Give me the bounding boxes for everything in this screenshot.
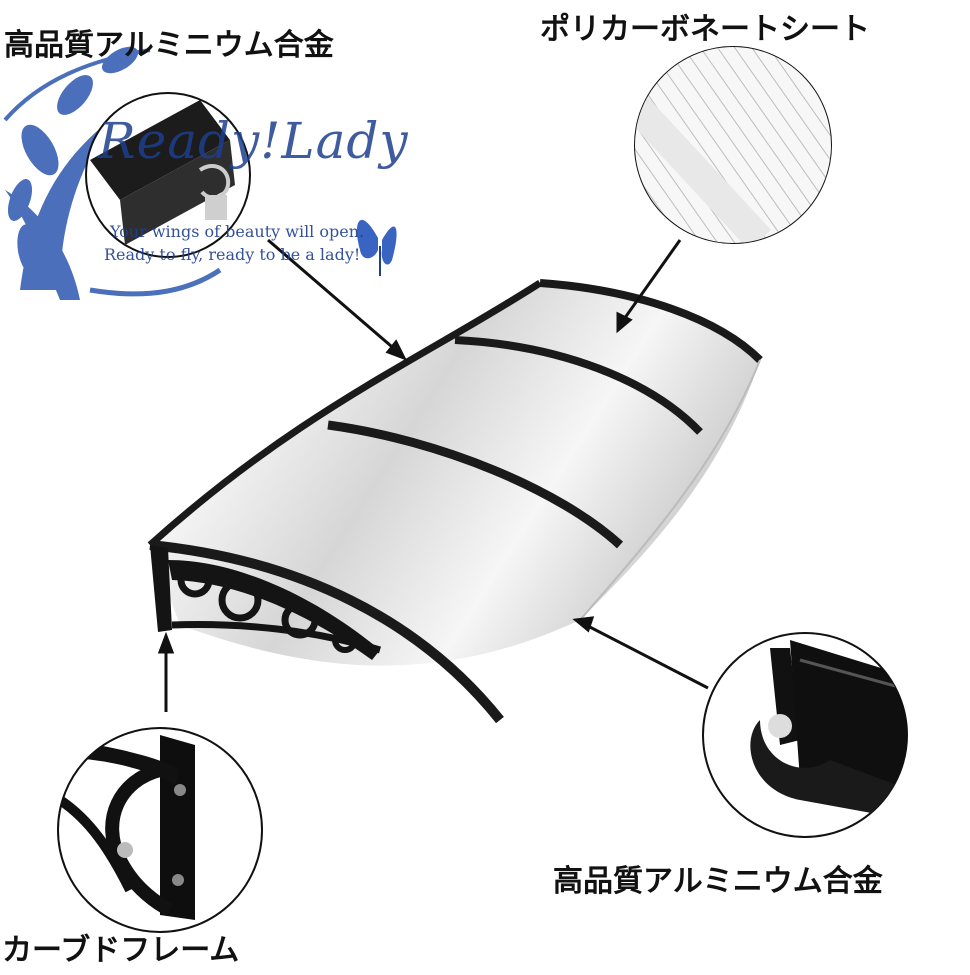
detail-aluminum-top <box>85 92 251 258</box>
watermark-floral-icon <box>3 46 222 300</box>
label-curved-frame: カーブドフレーム <box>2 933 240 968</box>
watermark-title: Ready!Lady <box>98 112 409 170</box>
detail-aluminum-bottom <box>702 632 908 838</box>
detail-polycarbonate <box>634 46 832 244</box>
side-bracket <box>150 545 382 660</box>
label-aluminum-top: 高品質アルミニウム合金 <box>4 28 334 63</box>
watermark-line-1: Your wings of beauty will open. <box>110 222 365 241</box>
detail-curved-frame <box>57 727 263 933</box>
awning-canopy <box>147 279 763 724</box>
label-polycarbonate: ポリカーボネートシート <box>540 12 870 47</box>
pointer-arrows <box>157 238 709 712</box>
watermark-line-2: Ready to fly, ready to be a lady! <box>104 245 361 264</box>
label-aluminum-bottom: 高品質アルミニウム合金 <box>553 864 883 899</box>
butterfly-icon <box>356 219 397 276</box>
